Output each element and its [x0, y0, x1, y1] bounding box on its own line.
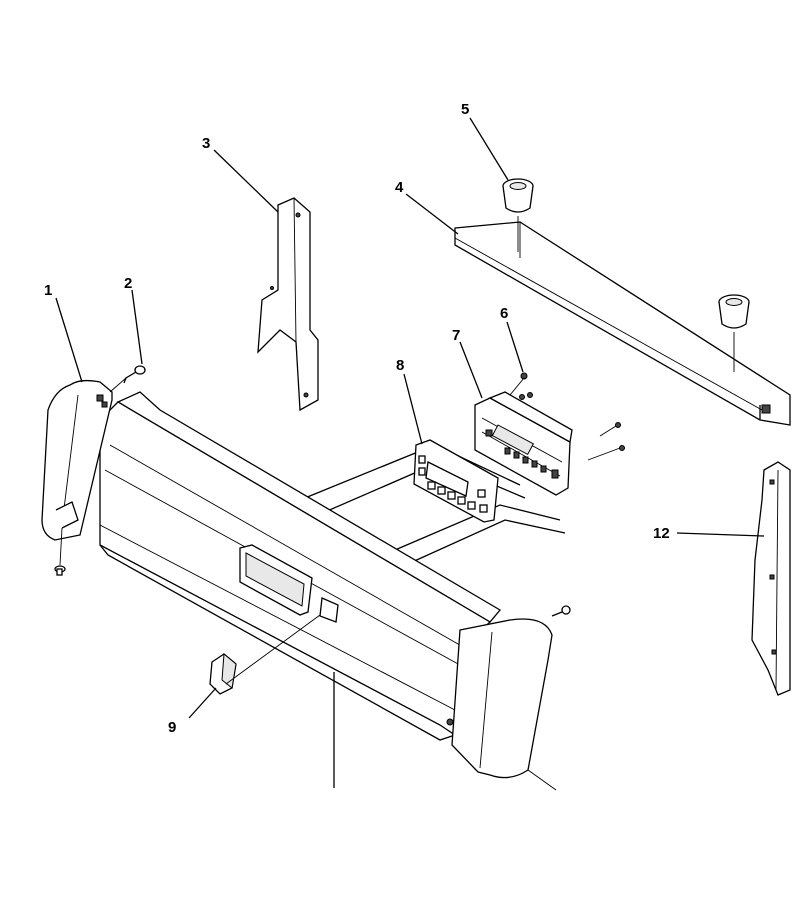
- leader-lines: [55, 117, 765, 788]
- part-1-left-end-cap: [41, 379, 113, 576]
- right-end-cap: [451, 605, 571, 791]
- screw-right: [551, 605, 571, 617]
- part-3-bracket: [257, 197, 319, 412]
- part-2-screw: [109, 365, 146, 393]
- callout-4: 4: [395, 179, 404, 196]
- callout-7: 7: [452, 327, 460, 344]
- callout-8: 8: [396, 357, 404, 374]
- bushing-left: [502, 178, 534, 252]
- callout-5: 5: [461, 101, 469, 118]
- part-9-rocker-switch: [209, 614, 321, 695]
- callout-3: 3: [202, 135, 210, 152]
- callout-2: 2: [124, 275, 132, 292]
- callout-9: 9: [168, 719, 176, 736]
- callout-1: 1: [44, 282, 52, 299]
- part-4-trim-bar: [454, 221, 791, 426]
- overlay-keys: [418, 455, 488, 513]
- bushing-right: [718, 294, 750, 372]
- screw-lower-left: [54, 565, 66, 576]
- board-components: [485, 429, 559, 479]
- part-7-control-board: [474, 391, 625, 496]
- callout-labels: 1 2 3 4 5 6 7 8 9 12: [44, 101, 670, 736]
- part-8-overlay: [413, 439, 499, 523]
- callout-6: 6: [500, 305, 508, 322]
- part-12-side-panel: [751, 461, 791, 696]
- part-5-bushings: [502, 178, 750, 372]
- part-6-screw: [509, 372, 528, 396]
- control-panel: [99, 391, 501, 741]
- board-screws: [519, 392, 625, 461]
- callout-12: 12: [653, 525, 670, 542]
